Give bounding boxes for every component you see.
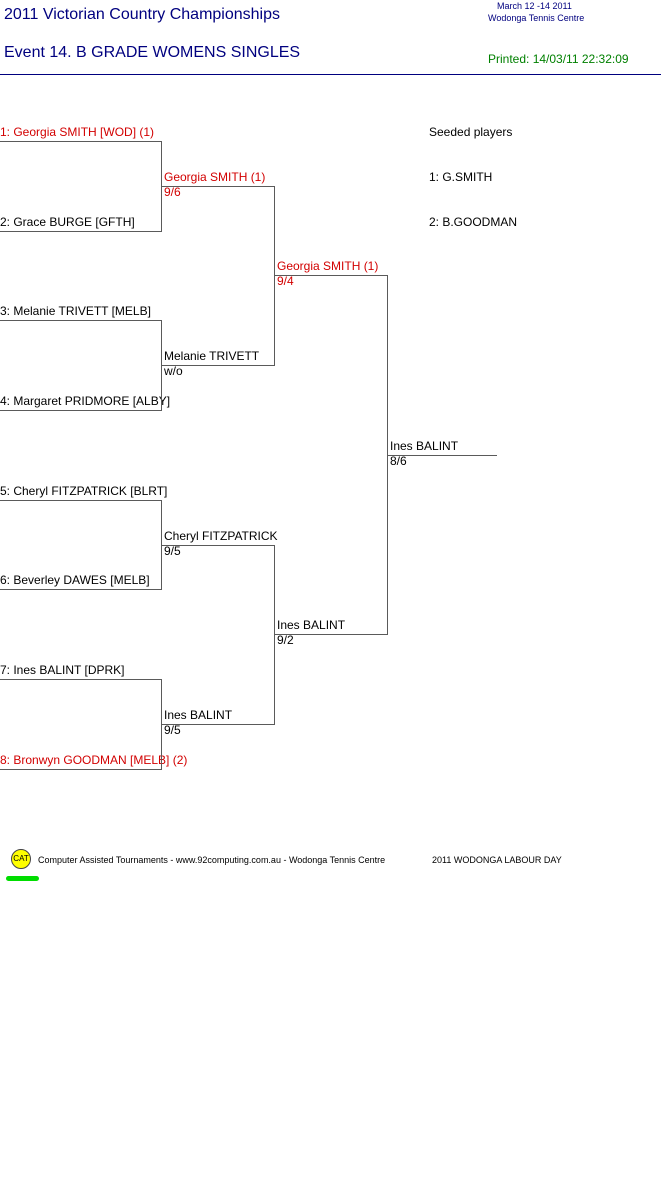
bracket-line bbox=[0, 410, 162, 411]
cat-logo: CAT bbox=[11, 849, 31, 869]
r2-winner-3: Cheryl FITZPATRICK bbox=[164, 529, 278, 543]
sf-winner-1: Georgia SMITH (1) bbox=[277, 259, 379, 273]
r2-winner-2: Melanie TRIVETT bbox=[164, 349, 260, 363]
event-venue: Wodonga Tennis Centre bbox=[488, 13, 585, 23]
bracket-line bbox=[0, 769, 162, 770]
final-winner: Ines BALINT bbox=[390, 439, 459, 453]
bracket-line bbox=[161, 186, 275, 187]
r1-player-6: 6: Beverley DAWES [MELB] bbox=[0, 573, 150, 587]
header-divider bbox=[0, 74, 661, 75]
sf-score-1: 9/4 bbox=[277, 274, 294, 288]
bracket-line bbox=[387, 455, 497, 456]
event-title: Event 14. B GRADE WOMENS SINGLES bbox=[4, 44, 301, 61]
seed-1: 1: G.SMITH bbox=[429, 170, 493, 184]
bracket-line bbox=[0, 589, 162, 590]
r1-player-4: 4: Margaret PRIDMORE [ALBY] bbox=[0, 394, 171, 408]
bracket-line bbox=[0, 500, 162, 501]
footer-tournament: 2011 WODONGA LABOUR DAY bbox=[432, 855, 562, 865]
bracket-line bbox=[0, 231, 162, 232]
seeds-heading: Seeded players bbox=[429, 125, 513, 139]
bracket-line bbox=[161, 545, 275, 546]
r1-player-3: 3: Melanie TRIVETT [MELB] bbox=[0, 304, 151, 318]
r1-player-7: 7: Ines BALINT [DPRK] bbox=[0, 663, 125, 677]
sf-winner-2: Ines BALINT bbox=[277, 618, 346, 632]
sf-score-2: 9/2 bbox=[277, 633, 294, 647]
footer-credits: Computer Assisted Tournaments - www.92co… bbox=[38, 855, 386, 865]
r2-score-4: 9/5 bbox=[164, 723, 181, 737]
bracket-line bbox=[161, 365, 275, 366]
event-dates: March 12 -14 2011 bbox=[497, 1, 572, 11]
r2-score-1: 9/6 bbox=[164, 185, 181, 199]
r2-winner-1: Georgia SMITH (1) bbox=[164, 170, 266, 184]
r2-score-3: 9/5 bbox=[164, 544, 181, 558]
bracket-line bbox=[274, 186, 275, 366]
r2-winner-4: Ines BALINT bbox=[164, 708, 233, 722]
bracket-line bbox=[0, 141, 162, 142]
bracket-line bbox=[161, 724, 275, 725]
r1-player-8: 8: Bronwyn GOODMAN [MELB] (2) bbox=[0, 753, 188, 767]
printed-timestamp: Printed: 14/03/11 22:32:09 bbox=[488, 52, 629, 66]
page-title: 2011 Victorian Country Championships bbox=[4, 6, 281, 23]
r1-player-5: 5: Cheryl FITZPATRICK [BLRT] bbox=[0, 484, 168, 498]
final-score: 8/6 bbox=[390, 454, 407, 468]
bracket-line bbox=[274, 634, 388, 635]
bracket-line bbox=[0, 679, 162, 680]
r1-player-1: 1: Georgia SMITH [WOD] (1) bbox=[0, 125, 155, 139]
bracket-line bbox=[0, 320, 162, 321]
r2-score-2: w/o bbox=[164, 364, 183, 378]
bracket-line bbox=[274, 545, 275, 725]
bracket-line bbox=[274, 275, 388, 276]
seed-2: 2: B.GOODMAN bbox=[429, 215, 518, 229]
logo-underline bbox=[6, 876, 39, 881]
r1-player-2: 2: Grace BURGE [GFTH] bbox=[0, 215, 135, 229]
